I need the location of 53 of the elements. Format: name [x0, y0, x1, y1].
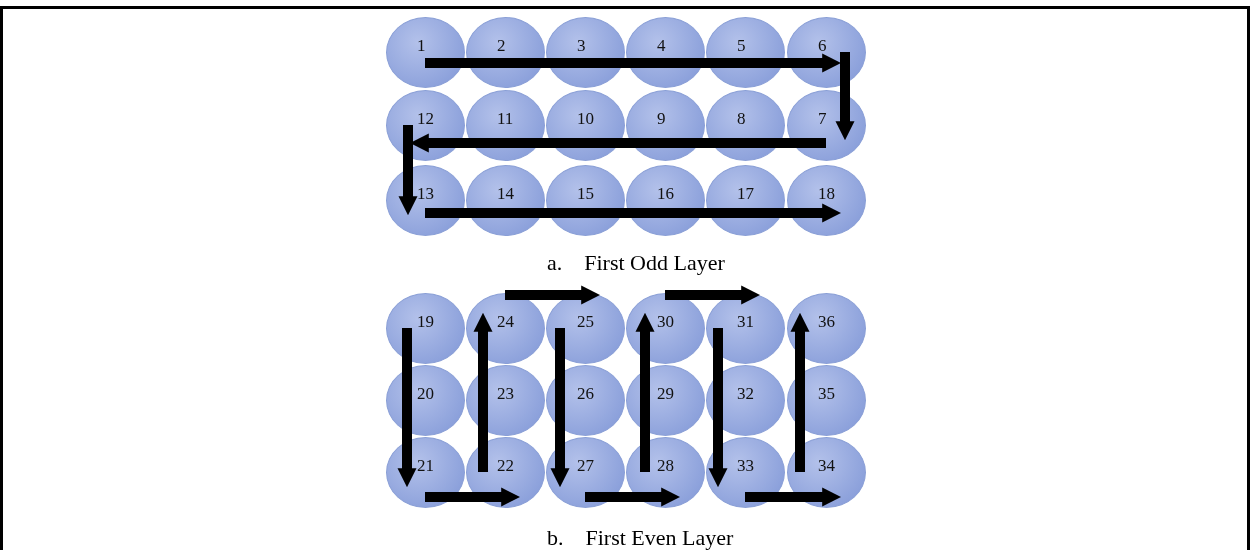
circle-number: 26: [577, 384, 594, 404]
arrow: [397, 400, 417, 488]
arrow: [790, 312, 810, 400]
circle-number: 11: [497, 109, 514, 129]
circle-number: 32: [737, 384, 754, 404]
caption: b. First Even Layer: [547, 525, 734, 550]
circle-number: 19: [417, 312, 434, 332]
circle-number: 36: [818, 312, 835, 332]
arrow: [835, 52, 855, 141]
circle-number: 13: [417, 184, 434, 204]
arrow: [745, 487, 842, 507]
circle-number: 17: [737, 184, 754, 204]
arrow: [585, 487, 681, 507]
arrow: [635, 312, 655, 400]
circle-number: 8: [737, 109, 746, 129]
circle-number: 28: [657, 456, 674, 476]
circle-number: 15: [577, 184, 594, 204]
circle-number: 24: [497, 312, 514, 332]
circle-number: 33: [737, 456, 754, 476]
circle-number: 29: [657, 384, 674, 404]
circle-number: 25: [577, 312, 594, 332]
arrow: [473, 312, 493, 400]
circle-number: 27: [577, 456, 594, 476]
circle-number: 20: [417, 384, 434, 404]
arrow: [745, 203, 842, 223]
circle-number: 1: [417, 36, 426, 56]
circle-number: 23: [497, 384, 514, 404]
circle-number: 12: [417, 109, 434, 129]
circle-number: 4: [657, 36, 666, 56]
circle-number: 9: [657, 109, 666, 129]
circle-number: 21: [417, 456, 434, 476]
circle-number: 2: [497, 36, 506, 56]
circle-number: 31: [737, 312, 754, 332]
arrow: [425, 487, 521, 507]
circle-number: 14: [497, 184, 514, 204]
circle-number: 5: [737, 36, 746, 56]
circle-number: 35: [818, 384, 835, 404]
caption: a. First Odd Layer: [547, 250, 725, 276]
circle-number: 3: [577, 36, 586, 56]
circle-number: 6: [818, 36, 827, 56]
arrow: [550, 400, 570, 488]
arrow: [708, 400, 728, 488]
arrow: [745, 53, 842, 73]
circle-number: 22: [497, 456, 514, 476]
arrow: [665, 285, 761, 305]
circle-number: 7: [818, 109, 827, 129]
circle-number: 18: [818, 184, 835, 204]
circle-number: 34: [818, 456, 835, 476]
circle-number: 30: [657, 312, 674, 332]
circle-number: 10: [577, 109, 594, 129]
arrow: [505, 285, 601, 305]
arrow: [398, 125, 418, 216]
circle-number: 16: [657, 184, 674, 204]
